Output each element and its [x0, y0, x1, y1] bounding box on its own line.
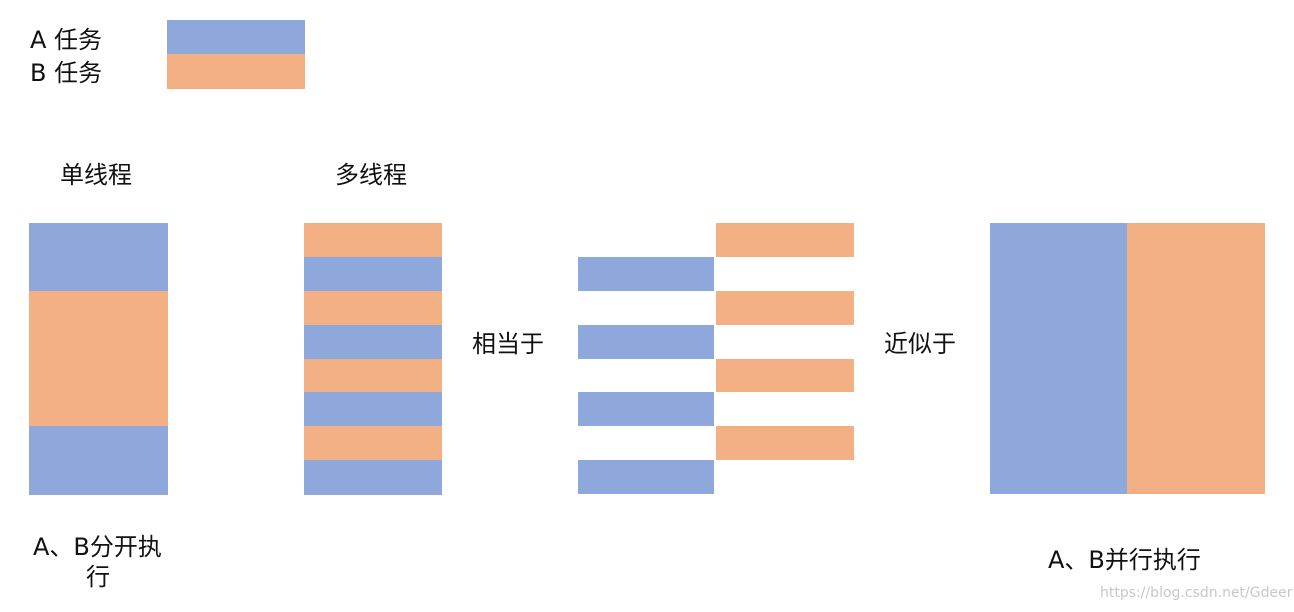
- equivalent-block-b: [716, 358, 854, 393]
- equivalent-block-a: [578, 460, 714, 494]
- multi-block-b: [304, 223, 442, 258]
- single-block-a: [29, 223, 168, 292]
- legend-label-a: A 任务: [30, 26, 103, 54]
- multi-block-a: [304, 256, 442, 292]
- parallel-block-a: [990, 223, 1127, 494]
- single-block-b: [29, 358, 168, 427]
- multi-block-b: [304, 426, 442, 461]
- equivalent-label: 相当于: [472, 330, 544, 358]
- watermark: https://blog.csdn.net/Gdeer: [1100, 585, 1293, 601]
- multi-block-a: [304, 460, 442, 495]
- parallel-caption: A、B并行执行: [1048, 546, 1201, 574]
- single-caption-line2: 行: [86, 563, 110, 591]
- equivalent-block-b: [716, 290, 854, 325]
- legend-label-b: B 任务: [30, 59, 103, 87]
- multi-block-a: [304, 324, 442, 359]
- single-block-b: [29, 290, 168, 359]
- parallel-block-b: [1127, 223, 1265, 494]
- equivalent-block-a: [578, 256, 714, 291]
- equivalent-block-b: [716, 223, 854, 257]
- multi-thread-title: 多线程: [335, 161, 407, 189]
- legend-swatch-b: [167, 54, 305, 89]
- approx-label: 近似于: [884, 330, 956, 358]
- equivalent-block-b: [716, 426, 854, 461]
- equivalent-columns: [578, 223, 854, 494]
- multi-block-a: [304, 392, 442, 427]
- single-thread-column: [29, 223, 168, 495]
- multi-thread-column: [304, 223, 442, 495]
- single-caption-line1: A、B分开执: [33, 533, 162, 561]
- equivalent-block-a: [578, 392, 714, 427]
- multi-block-b: [304, 358, 442, 393]
- multi-block-b: [304, 290, 442, 326]
- single-thread-title: 单线程: [60, 161, 132, 189]
- equivalent-block-a: [578, 324, 714, 359]
- single-block-a: [29, 426, 168, 495]
- legend-swatch-a: [167, 20, 305, 54]
